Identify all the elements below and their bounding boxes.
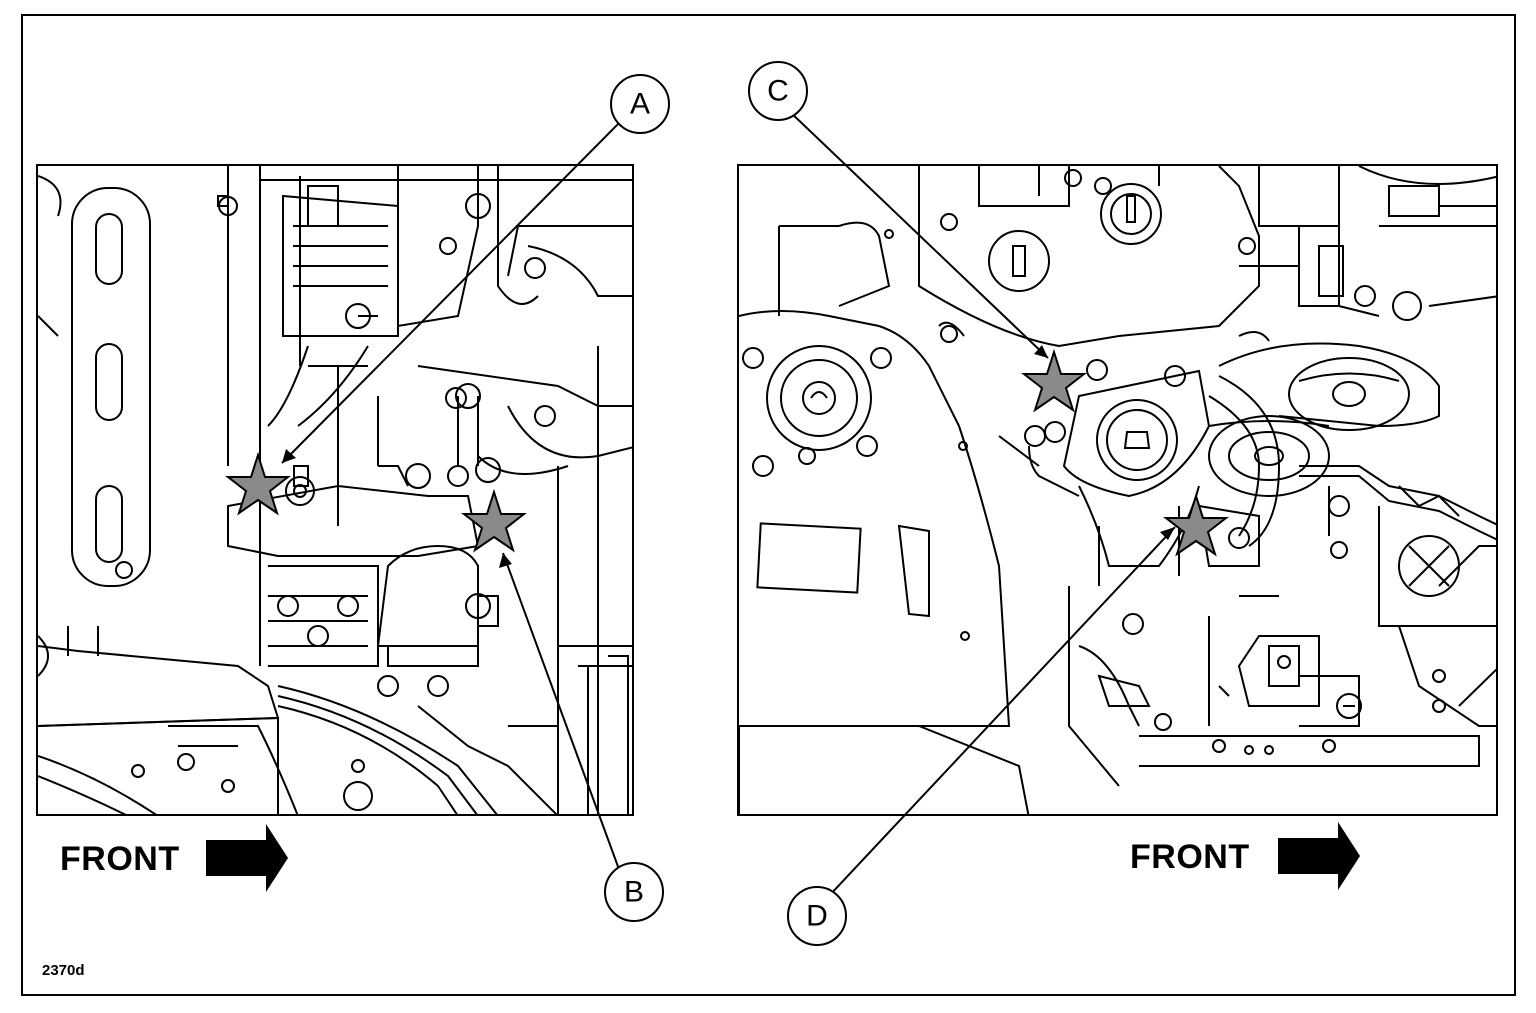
front-direction-label-left: FRONT (60, 840, 180, 878)
svg-text:B: B (624, 876, 644, 909)
leader-line-a (281, 117, 625, 464)
star-marker-c-icon (1021, 348, 1087, 413)
label-plate (756, 522, 862, 594)
slotted-bracket (71, 187, 151, 587)
oil-filler (988, 230, 1050, 292)
front-arrow-left-icon (206, 824, 288, 892)
strut-tower-top (766, 345, 872, 451)
slot-1 (95, 213, 123, 285)
power-steering-pulley (1288, 357, 1410, 431)
svg-text:C: C (767, 75, 789, 108)
star-marker-b-icon (461, 488, 527, 553)
callout-d: D (787, 886, 847, 946)
left-engine-drawing (38, 166, 632, 814)
arrowhead-b (499, 553, 512, 568)
arrowhead-c (1034, 345, 1048, 358)
right-engine-drawing (739, 166, 1496, 814)
left-engine-view-panel (36, 164, 634, 816)
front-arrow-right-icon (1278, 822, 1360, 890)
engine-mount-bracket (1062, 369, 1211, 498)
star-marker-a-icon (225, 451, 291, 516)
leader-line-d (827, 526, 1176, 898)
front-direction-label-right: FRONT (1130, 838, 1250, 876)
crank-pulley (1208, 415, 1330, 497)
slot-3 (95, 485, 123, 563)
callout-b: B (604, 862, 664, 922)
outer-frame (21, 14, 1516, 996)
callout-c: C (748, 61, 808, 121)
right-engine-view-panel (737, 164, 1498, 816)
callout-a: A (610, 74, 670, 134)
arrowhead-d (1160, 527, 1175, 540)
svg-text:A: A (630, 88, 650, 121)
slot-2 (95, 343, 123, 421)
star-marker-d-icon (1163, 492, 1229, 557)
svg-text:D: D (806, 900, 828, 933)
round-cap (1100, 183, 1162, 245)
leader-line-c (787, 109, 1049, 359)
bracket-plate (1237, 635, 1320, 707)
leader-line-b (502, 552, 621, 873)
arrowhead-a (282, 449, 296, 463)
figure-code-label: 2370d (42, 962, 85, 979)
